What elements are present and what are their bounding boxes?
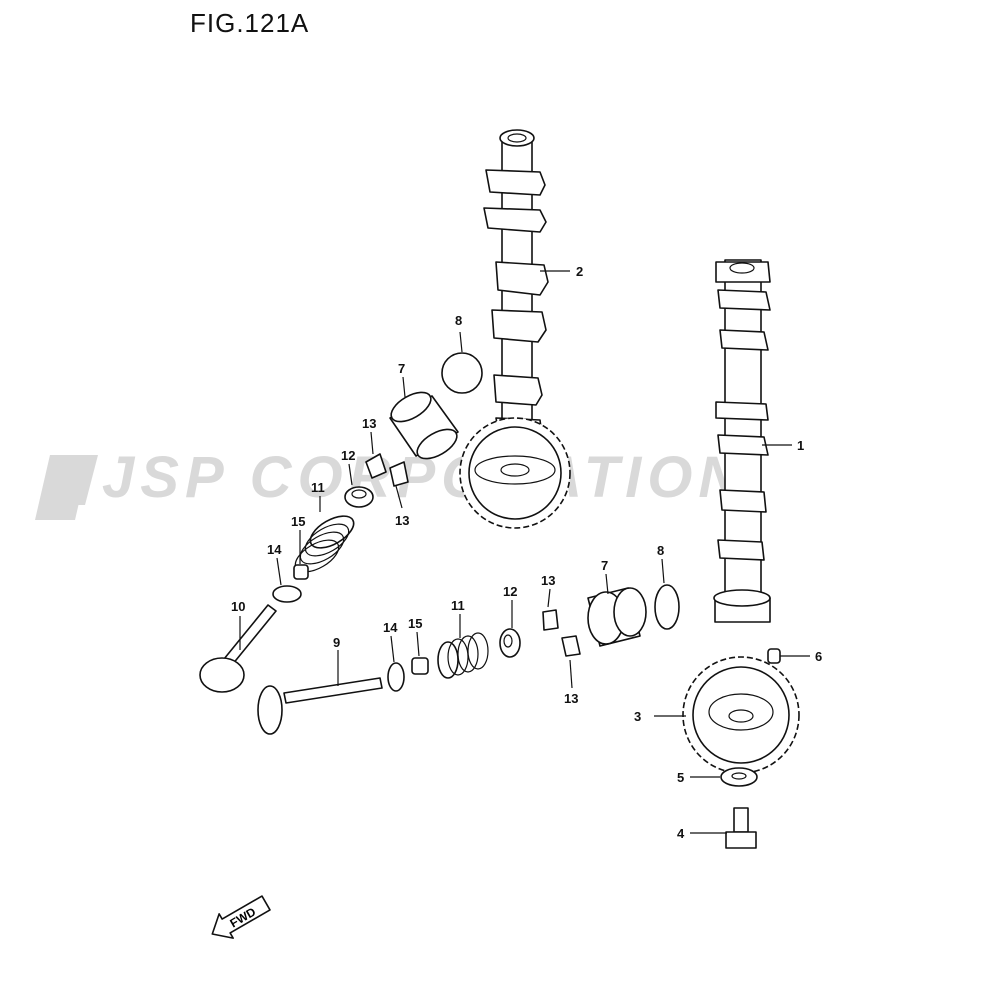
spring-11-lower [437, 632, 489, 679]
camshaft-1 [713, 259, 771, 623]
callout-13d: 13 [564, 691, 578, 706]
shim-8-lower [654, 584, 680, 630]
callout-1: 1 [797, 438, 804, 453]
callout-9: 9 [333, 635, 340, 650]
callout-2: 2 [576, 264, 583, 279]
callout-14a: 14 [267, 542, 282, 557]
seal-15-lower [411, 657, 429, 675]
callout-12b: 12 [503, 584, 517, 599]
camshaft-2 [459, 129, 571, 529]
figure-title: FIG.121A [190, 8, 310, 38]
cotter-13-lower-b [561, 635, 581, 657]
callout-7a: 7 [398, 361, 405, 376]
callout-6: 6 [815, 649, 822, 664]
washer-14-upper [272, 585, 302, 603]
callout-labels: 1 2 3 4 5 6 7 7 8 8 9 10 11 11 12 12 13 … [231, 264, 822, 841]
callout-13b: 13 [395, 513, 409, 528]
cotter-13-upper-a [365, 453, 387, 479]
cotter-13-upper-b [389, 461, 409, 487]
seal-15-upper [293, 564, 309, 580]
callout-10: 10 [231, 599, 245, 614]
pin-6 [767, 648, 781, 664]
callout-3: 3 [634, 709, 641, 724]
leader-lines [239, 270, 810, 834]
callout-11a: 11 [311, 480, 325, 495]
cotter-13-lower-a [542, 609, 559, 631]
fwd-arrow-icon: FWD [211, 895, 271, 939]
washer-14-lower [387, 662, 405, 692]
callout-15b: 15 [408, 616, 422, 631]
callout-7b: 7 [601, 558, 608, 573]
callout-8b: 8 [657, 543, 664, 558]
callout-12a: 12 [341, 448, 355, 463]
callout-11b: 11 [451, 598, 465, 613]
retainer-12-lower [499, 628, 521, 658]
callout-15a: 15 [291, 514, 305, 529]
valve-10 [199, 604, 277, 693]
callout-13a: 13 [362, 416, 376, 431]
sprocket-3 [682, 656, 800, 774]
valve-9 [257, 677, 383, 735]
retainer-12-upper [344, 486, 374, 508]
washer-5 [720, 767, 758, 787]
callout-13c: 13 [541, 573, 555, 588]
callout-5: 5 [677, 770, 684, 785]
callout-14b: 14 [383, 620, 398, 635]
callout-4: 4 [677, 826, 685, 841]
callout-8a: 8 [455, 313, 462, 328]
bolt-4 [725, 807, 757, 849]
shim-8-upper [441, 352, 483, 394]
tappet-7-upper [389, 391, 459, 460]
tappet-7-lower [587, 587, 647, 647]
